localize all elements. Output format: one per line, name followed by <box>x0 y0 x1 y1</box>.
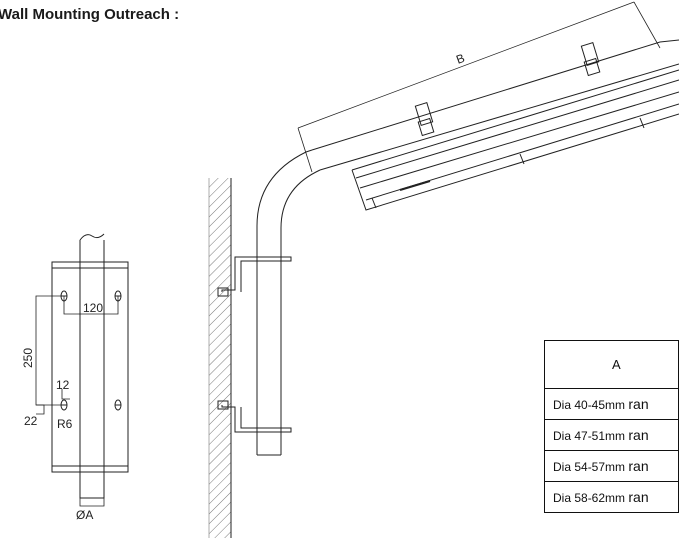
dim-250-label: 250 <box>21 348 35 368</box>
front-view <box>35 233 129 507</box>
mount-clip <box>580 42 600 66</box>
dim-120-label: 120 <box>83 301 103 315</box>
diameter-label: ØA <box>76 508 93 522</box>
table-cell: Dia 40-45mm ran <box>544 388 679 420</box>
table-cell: Dia 47-51mm ran <box>544 419 679 451</box>
table-cell: Dia 54-57mm ran <box>544 450 679 482</box>
luminaire <box>311 39 679 211</box>
dim-diameter <box>79 498 105 507</box>
mount-clip <box>583 57 601 77</box>
bracket-plate <box>51 261 129 473</box>
table-row: Dia 47-51mm ran <box>544 419 679 451</box>
table-row: Dia 58-62mm ran <box>544 481 679 513</box>
table-row: Dia 54-57mm ran <box>544 450 679 482</box>
outreach-arm-inner <box>280 169 321 455</box>
dim-slot <box>36 389 70 415</box>
table-cell: Dia 58-62mm ran <box>544 481 679 513</box>
wall-bolt <box>217 400 229 410</box>
wall-clamp-bottom <box>221 405 292 433</box>
dim-120 <box>63 296 119 315</box>
pole-diameter-table: A Dia 40-45mm ran Dia 47-51mm ran Dia 54… <box>544 340 679 513</box>
table-header-cell: A <box>544 340 679 389</box>
mount-clip <box>414 102 434 126</box>
pole-bottom <box>79 472 105 499</box>
dim-250 <box>35 295 64 406</box>
wall-hatch <box>209 178 231 538</box>
table-header-row: A <box>544 340 679 389</box>
side-view <box>208 1 679 538</box>
slot-width-label: 12 <box>56 378 70 392</box>
diagram-heading: Wall Mounting Outreach : <box>0 6 180 23</box>
slot-radius-label: R6 <box>57 417 73 431</box>
table-row: Dia 40-45mm ran <box>544 388 679 420</box>
pole-top <box>79 240 105 262</box>
dim-b <box>297 1 661 173</box>
pole-break-curve <box>79 233 105 241</box>
outreach-arm-outer <box>256 149 313 455</box>
bolt-hole <box>114 399 122 411</box>
mount-clip <box>417 117 435 137</box>
slot-height-label: 22 <box>24 414 38 428</box>
dim-b-label: B <box>454 51 466 67</box>
wall-clamp-top <box>221 256 292 292</box>
wall-bolt <box>217 287 229 297</box>
